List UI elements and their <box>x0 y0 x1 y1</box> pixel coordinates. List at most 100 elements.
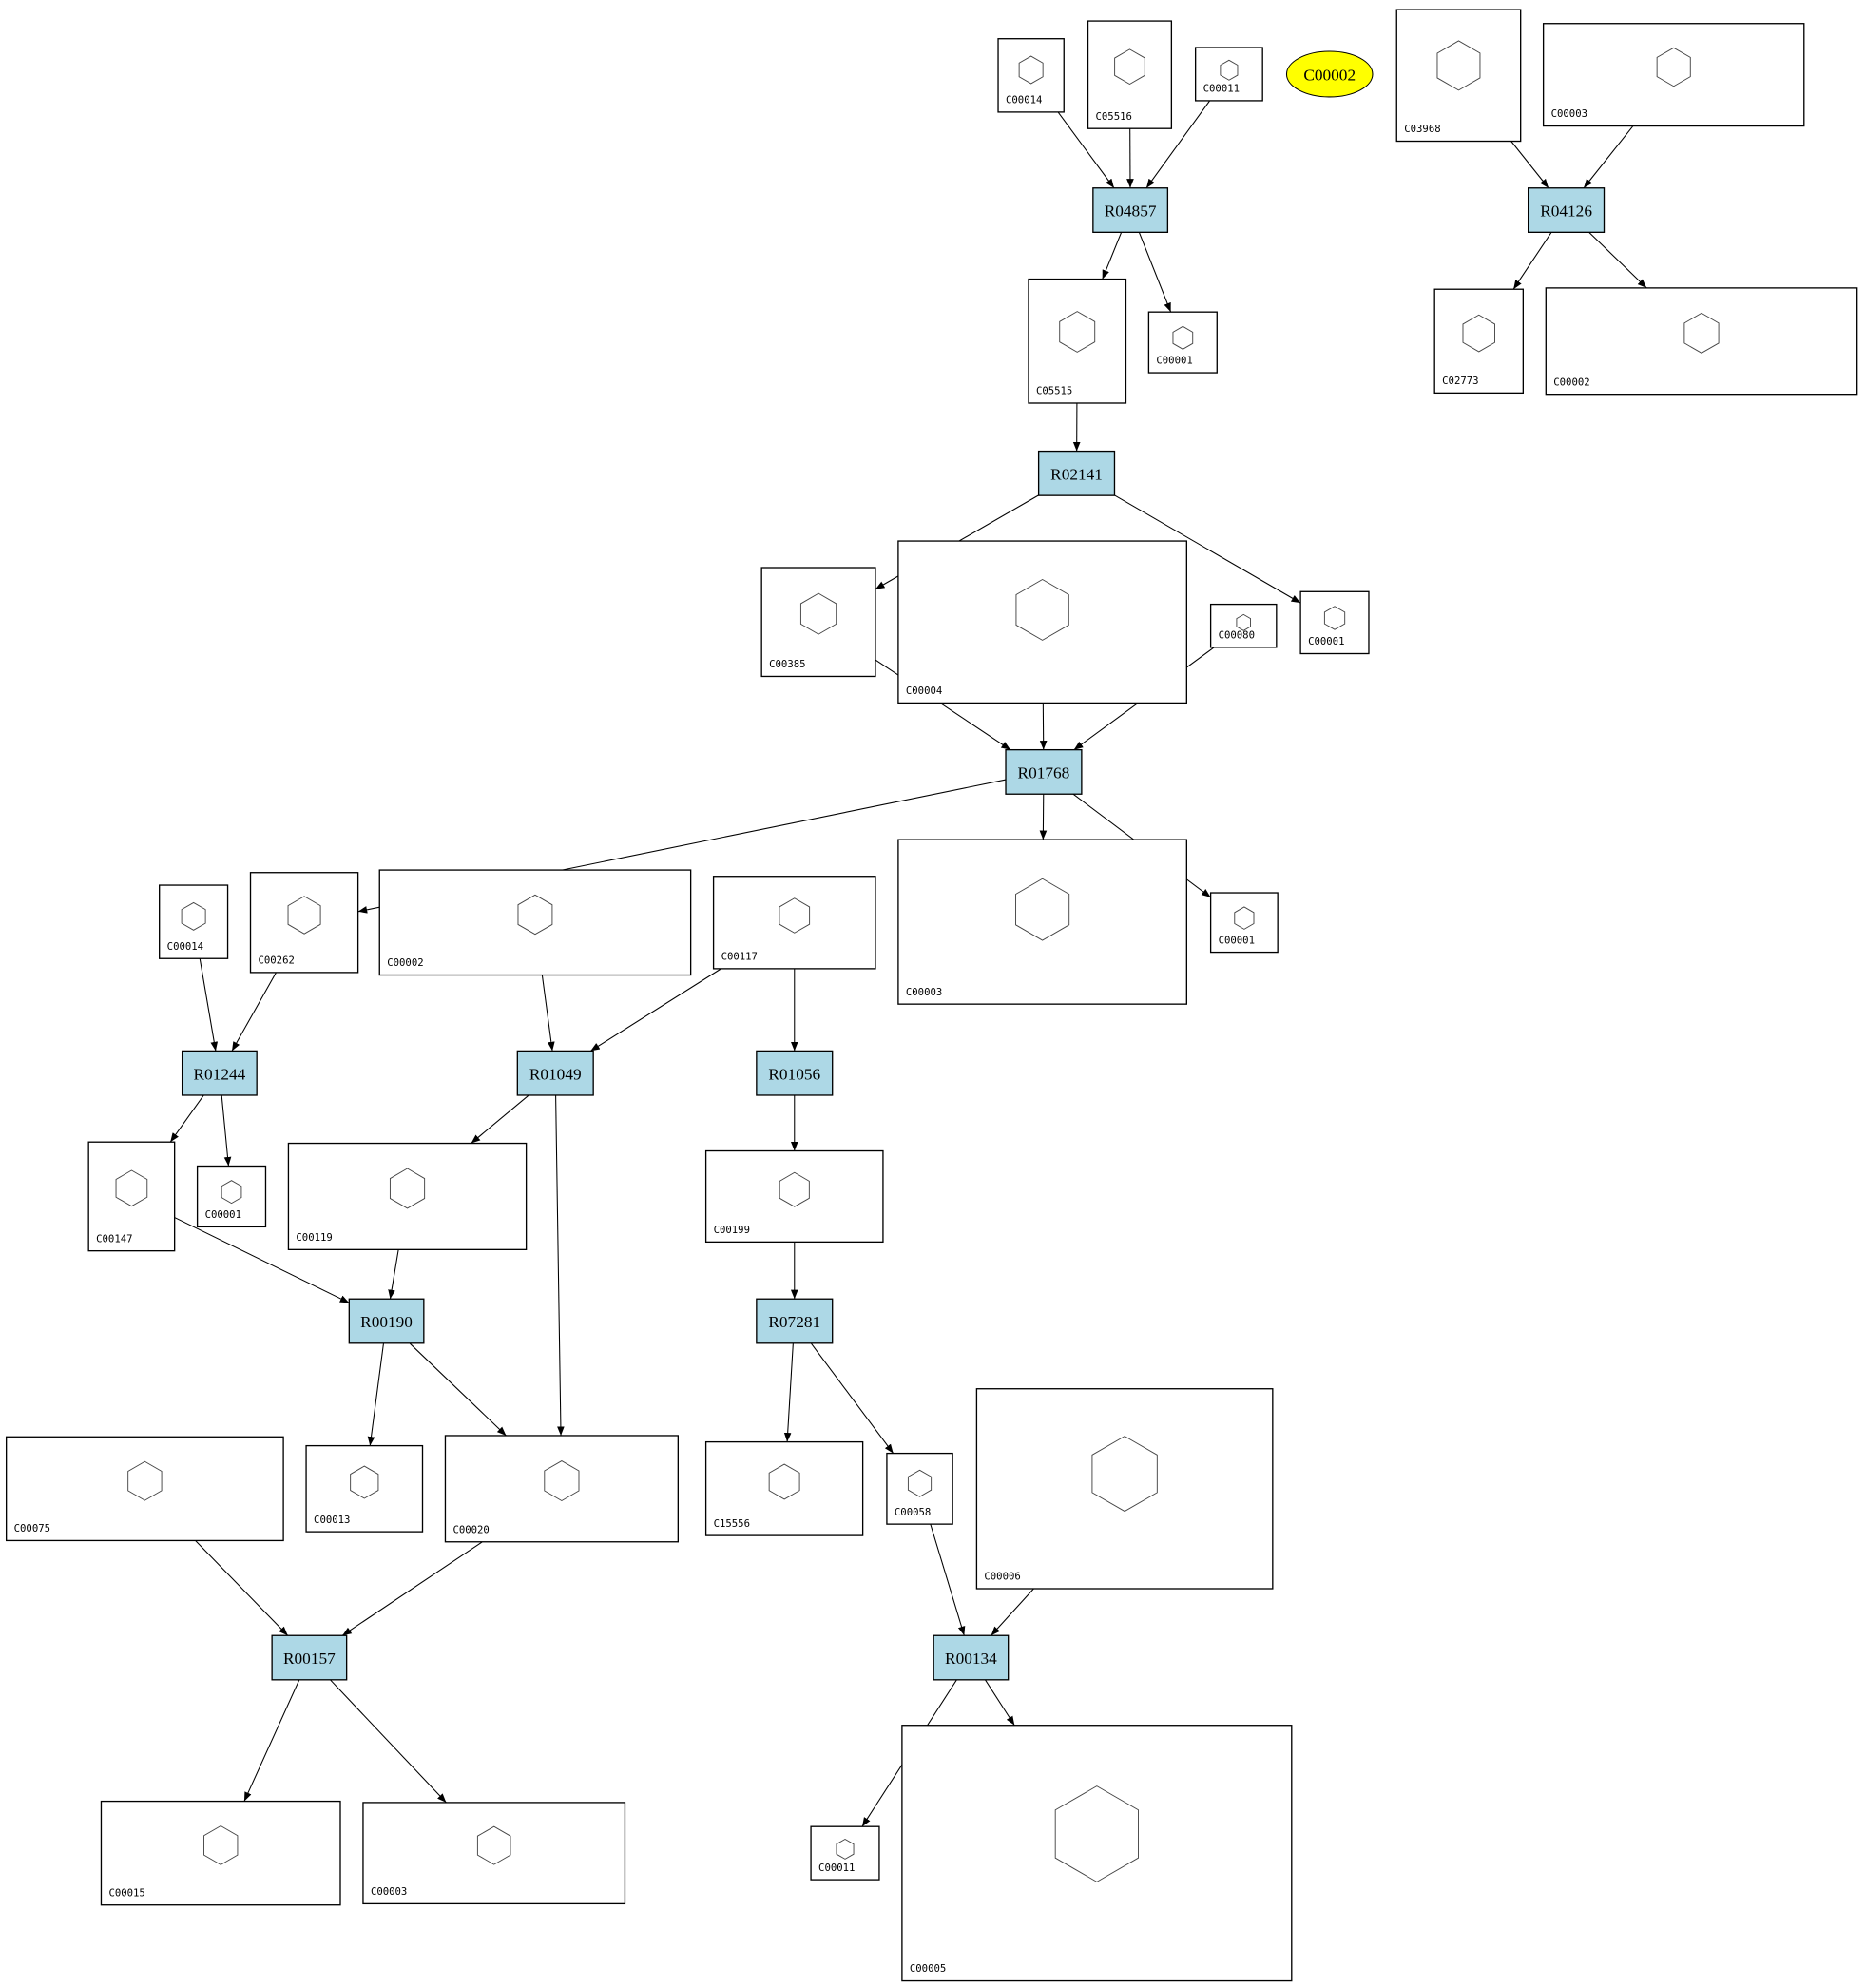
edge-r00190-to-c00013 <box>367 1342 385 1446</box>
reaction-node-r01244[interactable]: R01244 <box>181 1050 258 1096</box>
compound-label: C00117 <box>721 951 758 963</box>
edge-c00117-to-r01049 <box>589 968 721 1052</box>
compound-box <box>810 1825 880 1881</box>
compound-node-c00117[interactable]: C00117 <box>712 876 876 970</box>
edge-r04857-to-c00001 <box>1138 232 1172 313</box>
reaction-box <box>516 1050 594 1096</box>
compound-node-c03968[interactable]: C03968 <box>1395 9 1522 143</box>
compound-box <box>901 1725 1293 1982</box>
compound-node-c00003[interactable]: C00003 <box>362 1802 626 1905</box>
edge-r04126-to-c02773 <box>1512 232 1552 290</box>
compound-node-c00015[interactable]: C00015 <box>100 1800 341 1906</box>
edge-c00075-to-r00157 <box>195 1540 289 1636</box>
reaction-label: R02141 <box>1050 466 1103 484</box>
compound-node-c00147[interactable]: C00147 <box>87 1141 176 1252</box>
compound-label: C00015 <box>108 1886 144 1899</box>
compound-node-c00058[interactable]: C00058 <box>886 1452 953 1525</box>
compound-node-c00001[interactable]: C00001 <box>1299 590 1370 655</box>
compound-node-c02773[interactable]: C02773 <box>1433 288 1525 395</box>
molecule-structure-icon <box>203 1824 239 1865</box>
edge-r01244-to-c00147 <box>169 1094 204 1143</box>
compound-node-c00005[interactable]: C00005 <box>901 1725 1293 1982</box>
compound-node-c00001[interactable]: C00001 <box>196 1165 267 1228</box>
compound-node-c00004[interactable]: C00004 <box>897 540 1188 704</box>
molecule-structure-icon <box>517 894 553 936</box>
reaction-node-r02141[interactable]: R02141 <box>1037 450 1116 496</box>
compound-node-c00001[interactable]: C00001 <box>1209 892 1279 954</box>
compound-node-c00011[interactable]: C00011 <box>810 1825 880 1881</box>
reaction-box <box>1037 450 1116 496</box>
compound-label: C00020 <box>452 1523 489 1535</box>
reaction-node-r04126[interactable]: R04126 <box>1527 187 1606 233</box>
reaction-box <box>1092 187 1169 233</box>
reaction-node-r04857[interactable]: R04857 <box>1092 187 1169 233</box>
compound-box <box>712 876 876 970</box>
compound-node-c05515[interactable]: C05515 <box>1028 278 1127 404</box>
compound-node-c00014[interactable]: C00014 <box>159 884 229 959</box>
compound-node-c00014[interactable]: C00014 <box>997 38 1065 113</box>
reaction-node-r07281[interactable]: R07281 <box>756 1298 834 1344</box>
compound-node-c00199[interactable]: C00199 <box>704 1149 884 1244</box>
reaction-node-r00190[interactable]: R00190 <box>348 1298 425 1344</box>
compound-node-c00002[interactable]: C00002 <box>1545 287 1858 396</box>
compound-box <box>196 1165 267 1228</box>
compound-box <box>287 1142 528 1250</box>
edge-r01049-to-c00119 <box>471 1094 529 1144</box>
compound-node-c00001[interactable]: C00001 <box>1147 311 1218 374</box>
compound-box <box>362 1802 626 1905</box>
compound-node-c15556[interactable]: C15556 <box>704 1440 864 1536</box>
compound-label: C15556 <box>714 1517 750 1530</box>
edge-c00002-to-r01049 <box>541 975 555 1052</box>
compound-box <box>1028 278 1127 404</box>
reaction-label: R04126 <box>1540 203 1592 221</box>
compound-node-c00011[interactable]: C00011 <box>1194 47 1263 102</box>
compound-box <box>87 1141 176 1252</box>
molecule-structure-icon <box>768 1463 800 1500</box>
compound-box <box>886 1452 953 1525</box>
compound-node-c00385[interactable]: C00385 <box>760 567 876 678</box>
compound-label: C05516 <box>1096 110 1132 123</box>
compound-label: C00058 <box>895 1506 931 1518</box>
compound-node-c05516[interactable]: C05516 <box>1087 20 1173 129</box>
reaction-label: R01049 <box>529 1065 582 1083</box>
reaction-label: R00190 <box>360 1313 413 1331</box>
molecule-structure-icon <box>1054 1785 1139 1882</box>
compound-label: C00006 <box>984 1571 1020 1583</box>
molecule-structure-icon <box>127 1460 163 1501</box>
reaction-label: R04857 <box>1105 203 1157 221</box>
molecule-structure-icon <box>221 1180 242 1205</box>
compound-label: C00004 <box>906 685 942 697</box>
reaction-node-r01768[interactable]: R01768 <box>1005 748 1083 795</box>
reaction-node-r00157[interactable]: R00157 <box>271 1634 348 1681</box>
compound-box <box>1299 590 1370 655</box>
compound-node-c00003[interactable]: C00003 <box>1542 23 1805 127</box>
molecule-structure-icon <box>389 1168 426 1209</box>
reaction-label: R00157 <box>283 1650 336 1668</box>
reaction-node-r01049[interactable]: R01049 <box>516 1050 594 1096</box>
compound-box <box>897 540 1188 704</box>
compound-label: C00005 <box>910 1962 946 1975</box>
compound-node-c00003[interactable]: C00003 <box>897 839 1188 1005</box>
compound-node-c00006[interactable]: C00006 <box>975 1388 1274 1590</box>
edge-r00134-to-c00005 <box>984 1679 1015 1727</box>
compound-node-c00075[interactable]: C00075 <box>5 1436 284 1542</box>
reaction-node-r01056[interactable]: R01056 <box>756 1050 834 1096</box>
compound-box <box>897 839 1188 1005</box>
molecule-structure-icon <box>836 1838 855 1860</box>
compound-node-c00002[interactable]: C00002 <box>1285 50 1374 98</box>
compound-label: C00003 <box>1551 107 1587 120</box>
compound-node-c00013[interactable]: C00013 <box>305 1444 424 1533</box>
compound-node-c00020[interactable]: C00020 <box>444 1435 679 1543</box>
compound-box <box>704 1440 864 1536</box>
compound-node-c00002[interactable]: C00002 <box>378 869 692 976</box>
edge-c03968-to-r04126 <box>1510 141 1549 189</box>
reaction-box <box>933 1634 1010 1681</box>
reaction-box <box>756 1050 834 1096</box>
compound-node-c00119[interactable]: C00119 <box>287 1142 528 1250</box>
compound-node-c00262[interactable]: C00262 <box>249 872 359 974</box>
compound-node-c00080[interactable]: C00080 <box>1209 603 1278 648</box>
molecule-structure-icon <box>1015 578 1069 641</box>
reaction-node-r00134[interactable]: R00134 <box>933 1634 1010 1681</box>
molecule-structure-icon <box>476 1825 511 1865</box>
